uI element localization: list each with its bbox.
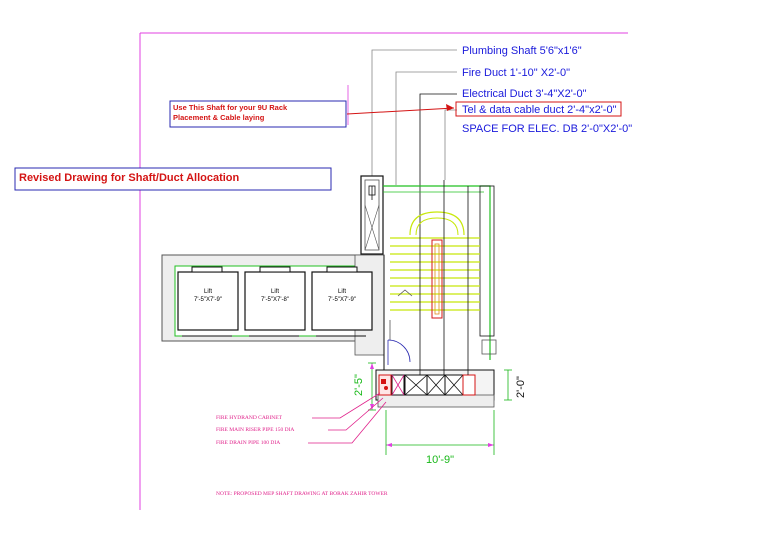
- shaft-row: [375, 180, 495, 408]
- plumbing-shaft-label: Plumbing Shaft 5'6"x1'6": [462, 45, 582, 57]
- dimension-left-vertical: 2'-5": [353, 374, 365, 396]
- fire-duct-leader: [395, 71, 457, 185]
- lift-2: Lift 7'-5"X7'-8": [244, 266, 306, 337]
- electrical-leader: [419, 93, 457, 230]
- leader-lines: [371, 49, 457, 230]
- note-fire-drain: FIRE DRAIN PIPE 100 DIA: [216, 440, 280, 446]
- elec-db-box: [462, 374, 476, 396]
- bottom-note: NOTE: PROPOSED MEP SHAFT DRAWING AT BORA…: [216, 491, 388, 497]
- electrical-duct-label: Electrical Duct 3'-4"X2'-0": [462, 88, 587, 100]
- fire-notes: FIRE HYDRAND CABINET FIRE MAIN RISER PIP…: [216, 392, 387, 446]
- note-fire-hydrant: FIRE HYDRAND CABINET: [216, 415, 283, 421]
- lift-3-size: 7'-5"X7'-9": [328, 297, 356, 303]
- callout-line-2: Placement & Cable laying: [173, 113, 265, 122]
- door-swing: [387, 339, 411, 365]
- plumbing-leader: [371, 49, 457, 182]
- rack-callout: Use This Shaft for your 9U Rack Placemen…: [169, 100, 455, 128]
- title-text: Revised Drawing for Shaft/Duct Allocatio…: [19, 172, 240, 184]
- lift-2-size: 7'-5"X7'-8": [261, 297, 289, 303]
- lift-3: Lift 7'-5"X7'-9": [311, 266, 373, 337]
- dimension-right-vertical: 2'-0": [515, 376, 527, 398]
- lift-1-size: 7'-5"X7'-9": [194, 297, 222, 303]
- tel-data-duct-label: Tel & data cable duct 2'-4"x2'-0": [462, 104, 617, 116]
- note-fire-main-riser: FIRE MAIN RISER PIPE 150 DIA: [216, 427, 294, 433]
- dimension-bottom-horizontal: 10'-9": [426, 454, 454, 466]
- title-box: Revised Drawing for Shaft/Duct Allocatio…: [14, 167, 332, 191]
- lift-3-label: Lift: [338, 289, 346, 295]
- fire-duct-label: Fire Duct 1'-10" X2'-0": [462, 67, 570, 79]
- lift-1: Lift 7'-5"X7'-9": [177, 266, 239, 337]
- space-elec-db-label: SPACE FOR ELEC. DB 2'-0"X2'-0": [462, 123, 632, 135]
- drawing-frame: [139, 32, 628, 510]
- lift-2-label: Lift: [271, 289, 279, 295]
- fire-hydrant-box: [378, 374, 392, 396]
- stair-core: [383, 185, 497, 360]
- tel-data-leader: [444, 109, 457, 180]
- plumbing-shaft-box: [360, 175, 384, 255]
- lift-1-label: Lift: [204, 289, 212, 295]
- callout-line-1: Use This Shaft for your 9U Rack: [173, 103, 288, 112]
- callout-arrow-icon: [446, 104, 454, 111]
- tel-data-highlight-box: [455, 101, 622, 117]
